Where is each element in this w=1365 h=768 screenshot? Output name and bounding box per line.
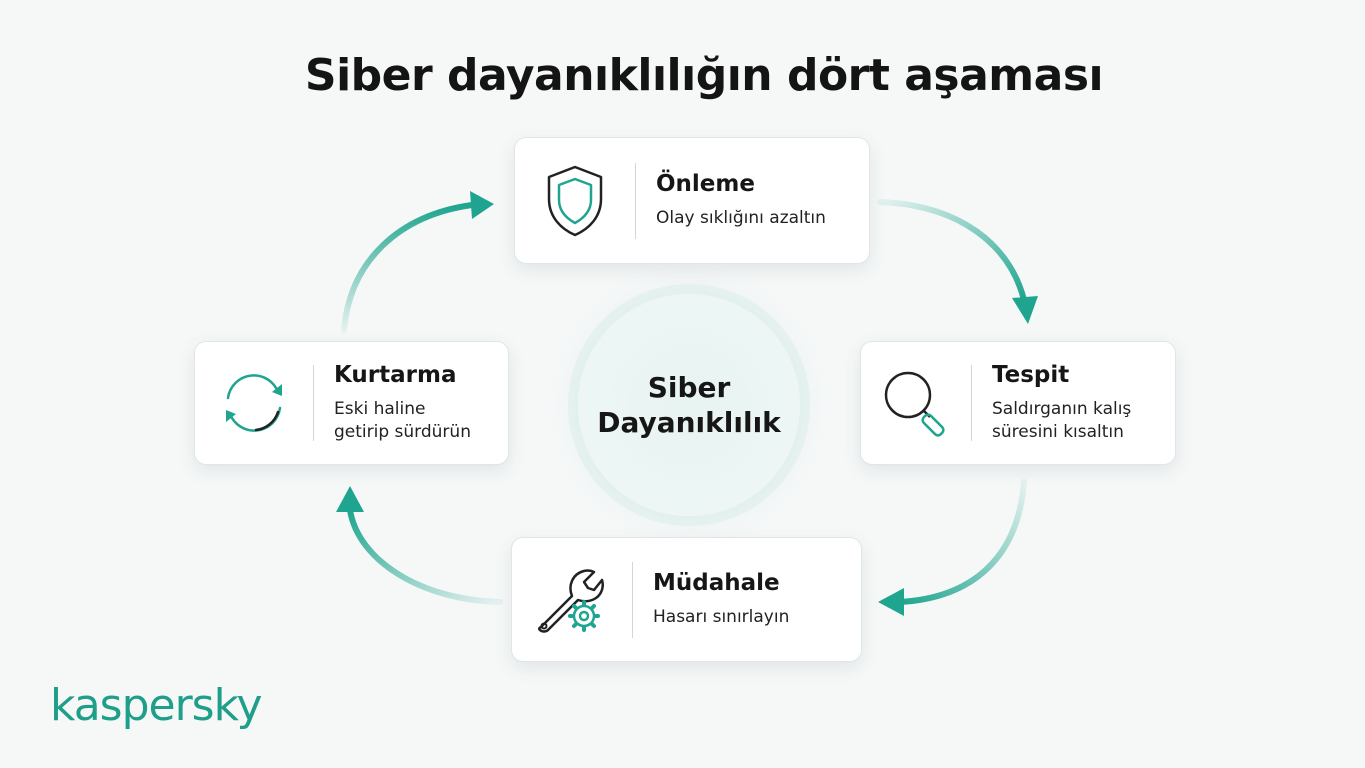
stage-description: Eski haline getirip sürdürün [334,399,471,442]
stage-title: Önleme [656,171,755,198]
center-label-line1: Siber [647,371,731,404]
stage-title: Kurtarma [334,362,457,389]
arrow-response-to-recovery [347,507,503,605]
magnifier-icon [861,342,971,464]
stage-card-detection: Tespit Saldırganın kalış süresini kısalt… [860,341,1176,465]
arrowhead-response [878,588,904,616]
stage-card-recovery: Kurtarma Eski haline getirip sürdürün [194,341,509,465]
card-separator [635,162,636,239]
arrowhead-prevention [470,191,494,219]
stage-description: Hasarı sınırlayın [653,607,790,628]
arrowhead-detection [1012,296,1038,324]
stage-card-response: Müdahale Hasarı sınırlayın [511,537,862,662]
stage-description: Olay sıklığını azaltın [656,208,826,229]
arrow-detection-to-response [897,479,1027,605]
wrench-gear-icon [512,538,632,661]
card-separator [632,561,633,638]
stage-title: Tespit [992,362,1070,389]
center-hub: Siber Dayanıklılık [578,294,800,516]
stage-title: Müdahale [653,570,780,597]
card-separator [313,365,314,441]
shield-icon [515,138,635,263]
center-label-line2: Dayanıklılık [597,406,781,439]
arrow-prevention-to-detection [877,199,1027,303]
arrow-recovery-to-prevention [341,202,475,333]
card-separator [971,365,972,441]
kaspersky-logo: kaspersky [50,680,263,731]
stage-card-prevention: Önleme Olay sıklığını azaltın [514,137,870,264]
stage-description: Saldırganın kalış süresini kısaltın [992,399,1132,442]
center-label: Siber Dayanıklılık [589,370,789,440]
page-title: Siber dayanıklılığın dört aşaması [304,50,1104,101]
refresh-icon [195,342,313,464]
arrowhead-recovery [336,486,364,512]
